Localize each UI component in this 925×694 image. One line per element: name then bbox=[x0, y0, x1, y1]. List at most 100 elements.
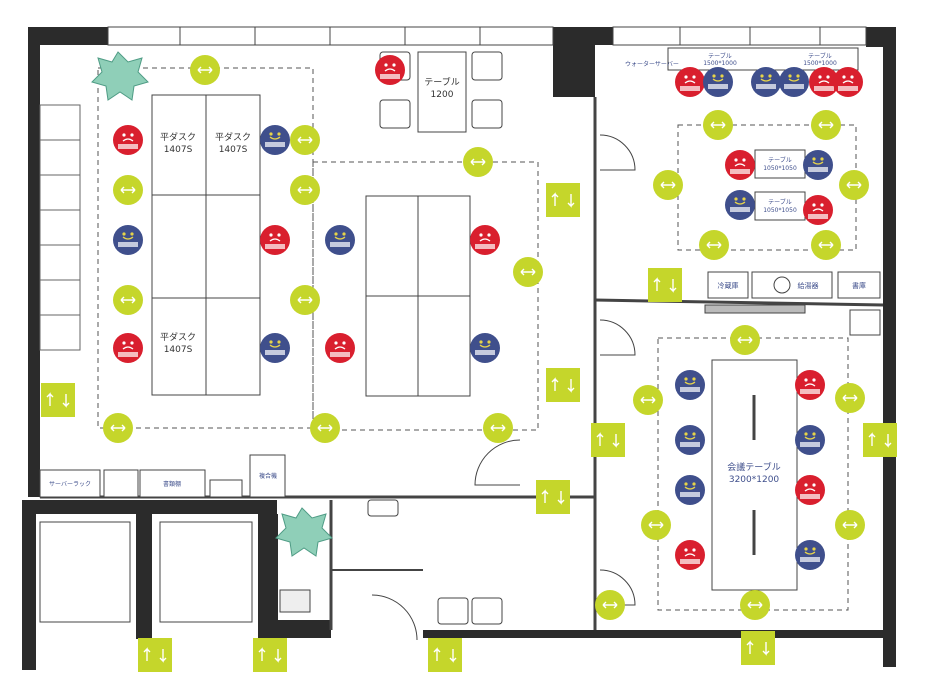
storage-mid-label: 書類棚 bbox=[163, 480, 181, 488]
smiley-face-icon bbox=[675, 425, 705, 455]
distance-arrow-icon bbox=[730, 325, 760, 355]
lounge-table-a bbox=[754, 149, 806, 179]
radiator bbox=[279, 589, 311, 613]
distance-arrow-icon bbox=[103, 413, 133, 443]
smiley-face-icon bbox=[675, 475, 705, 505]
floor-sticker-icon bbox=[863, 423, 897, 457]
fridge bbox=[707, 271, 749, 299]
sad-face-icon bbox=[470, 225, 500, 255]
desks-center bbox=[365, 195, 471, 397]
appliance bbox=[849, 309, 881, 336]
wall-bottom bbox=[423, 630, 883, 638]
smiley-face-icon bbox=[795, 540, 825, 570]
storage-unit-a bbox=[39, 469, 101, 498]
smiley-face-icon bbox=[795, 425, 825, 455]
floor-sticker-icon bbox=[648, 268, 682, 302]
floor-sticker-icon bbox=[741, 631, 775, 665]
floor-sticker-icon bbox=[253, 638, 287, 672]
doors bbox=[371, 134, 636, 641]
windows bbox=[107, 26, 867, 46]
distance-arrow-icon bbox=[811, 110, 841, 140]
sad-face-icon bbox=[375, 55, 405, 85]
door-swing-icon bbox=[599, 569, 636, 606]
storage-unit-d bbox=[209, 479, 243, 498]
wall-elevator-divider bbox=[136, 514, 152, 639]
distance-arrow-icon bbox=[595, 590, 625, 620]
smiley-face-icon bbox=[260, 125, 290, 155]
sad-face-icon bbox=[113, 125, 143, 155]
lounge-table-b bbox=[754, 191, 806, 221]
smiley-face-icon bbox=[470, 333, 500, 363]
sink-basin bbox=[773, 276, 791, 294]
counter-strip bbox=[704, 304, 806, 314]
wall-elevator-right bbox=[258, 514, 278, 639]
chair bbox=[379, 99, 411, 129]
markers bbox=[41, 55, 897, 672]
smiley-face-icon bbox=[113, 225, 143, 255]
door-swing-icon bbox=[474, 439, 521, 486]
sad-face-icon bbox=[795, 370, 825, 400]
distance-arrow-icon bbox=[290, 125, 320, 155]
distance-arrow-icon bbox=[641, 510, 671, 540]
window-strip-right bbox=[612, 26, 867, 46]
floor-sticker-icon bbox=[591, 423, 625, 457]
floor-sticker-icon bbox=[546, 183, 580, 217]
sad-face-icon bbox=[833, 67, 863, 97]
wall-top-left bbox=[28, 27, 108, 45]
plant-icon bbox=[91, 51, 149, 101]
smiley-face-icon bbox=[703, 67, 733, 97]
copier-label: 複合機 bbox=[259, 472, 277, 480]
storage-unit-c bbox=[139, 469, 206, 498]
smiley-face-icon bbox=[675, 370, 705, 400]
storage-left-label: サーバーラック bbox=[49, 481, 91, 488]
smiley-face-icon bbox=[260, 333, 290, 363]
chair bbox=[471, 597, 503, 625]
walls bbox=[22, 27, 896, 670]
shelf-unit bbox=[39, 104, 81, 351]
chair bbox=[471, 51, 503, 81]
floor-sticker-icon bbox=[428, 638, 462, 672]
wall-left-lower bbox=[22, 500, 36, 670]
left-shelving bbox=[39, 104, 81, 351]
top-table bbox=[417, 51, 467, 133]
elevators bbox=[39, 521, 253, 623]
sad-face-icon bbox=[725, 150, 755, 180]
smiley-face-icon bbox=[779, 67, 809, 97]
storage-unit-b bbox=[103, 469, 139, 498]
smiley-face-icon bbox=[325, 225, 355, 255]
distance-arrow-icon bbox=[190, 55, 220, 85]
smiley-face-icon bbox=[803, 150, 833, 180]
distance-arrow-icon bbox=[113, 285, 143, 315]
floor-sticker-icon bbox=[536, 480, 570, 514]
cabinet-label: 書庫 bbox=[852, 281, 866, 290]
plants bbox=[91, 51, 333, 557]
distance-arrow-icon bbox=[310, 413, 340, 443]
smiley-face-icon bbox=[751, 67, 781, 97]
corridor-chairs bbox=[279, 499, 503, 625]
storage-row: サーバーラック 書類棚 複合機 bbox=[39, 454, 286, 498]
chair bbox=[437, 597, 469, 625]
distance-arrow-icon bbox=[513, 257, 543, 287]
sink-label: 給湯器 bbox=[798, 281, 819, 290]
sink-counter bbox=[751, 271, 833, 299]
distance-arrow-icon bbox=[740, 590, 770, 620]
chair bbox=[471, 99, 503, 129]
cabinet bbox=[837, 271, 881, 299]
wall-elevator-top bbox=[22, 500, 277, 514]
distance-arrow-icon bbox=[811, 230, 841, 260]
distance-arrow-icon bbox=[290, 285, 320, 315]
plant-icon bbox=[275, 507, 333, 557]
distance-arrow-icon bbox=[113, 175, 143, 205]
door-swing-icon bbox=[599, 319, 636, 356]
distance-arrow-icon bbox=[290, 175, 320, 205]
sad-face-icon bbox=[113, 333, 143, 363]
fridge-label: 冷蔵庫 bbox=[718, 281, 739, 290]
